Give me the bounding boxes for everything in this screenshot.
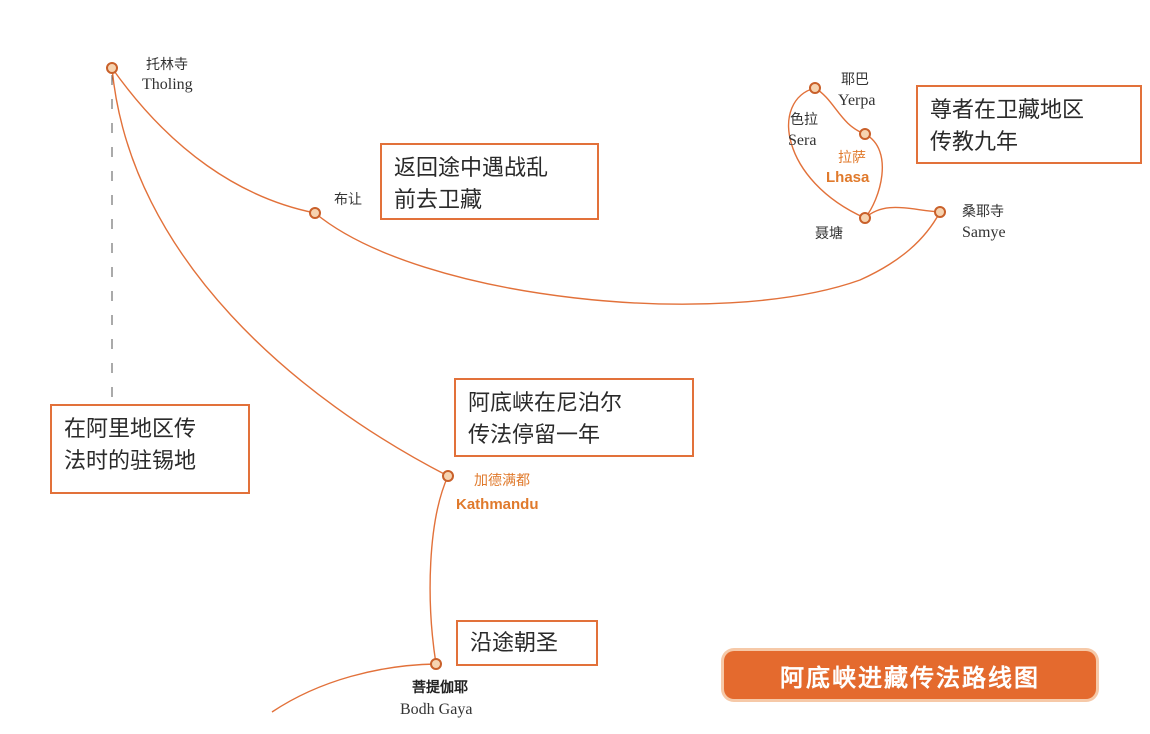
route-central-loop (787, 87, 883, 219)
note-return-war-line1: 返回途中遇战乱 (394, 156, 549, 181)
samye-en-label: Samye (962, 224, 1006, 241)
puran-cn-label: 布让 (334, 192, 362, 208)
note-nepal-year-line2: 传法停留一年 (468, 422, 601, 448)
bodhgaya-cn-label: 菩提伽耶 (412, 680, 468, 696)
note-nine-years: 尊者在卫藏地区 传教九年 (916, 85, 1142, 164)
sera-en-label: Sera (788, 132, 817, 149)
lhasa-en-label: Lhasa (826, 169, 870, 186)
yerpa-cn-label: 耶巴 (841, 72, 869, 88)
note-nepal-year: 阿底峡在尼泊尔 传法停留一年 (454, 378, 694, 457)
note-pilgrimage-line1: 沿途朝圣 (470, 631, 559, 656)
note-nepal-year-line1: 阿底峡在尼泊尔 (468, 391, 623, 416)
node-lhasa[interactable] (859, 128, 871, 140)
tholing-en-label: Tholing (142, 76, 193, 93)
yerpa-en-label: Yerpa (838, 92, 876, 109)
node-kathmandu[interactable] (442, 470, 454, 482)
note-return-war: 返回途中遇战乱 前去卫藏 (380, 143, 599, 220)
bodhgaya-en-label: Bodh Gaya (400, 701, 473, 718)
route-puran-samye (314, 211, 941, 305)
note-return-war-line2: 前去卫藏 (394, 187, 483, 213)
route-nyethang-samye (864, 206, 941, 219)
route-kathmandu-tholing (111, 67, 449, 477)
note-ngari-line1: 在阿里地区传 (64, 417, 197, 442)
note-ngari: 在阿里地区传 法时的驻锡地 (50, 404, 250, 494)
lhasa-cn-label: 拉萨 (838, 150, 866, 166)
note-ngari-line2: 法时的驻锡地 (64, 448, 197, 474)
node-puran[interactable] (309, 207, 321, 219)
node-yerpa[interactable] (809, 82, 821, 94)
tholing-cn-label: 托林寺 (146, 57, 188, 73)
sera-cn-label: 色拉 (790, 112, 818, 128)
nyethang-cn-label: 聂塘 (815, 226, 843, 242)
route-tholing-puran (111, 67, 316, 214)
route-bodhgaya-kathmandu (429, 475, 449, 665)
map-title-badge: 阿底峡进藏传法路线图 (724, 651, 1096, 699)
kathmandu-en-label: Kathmandu (456, 496, 539, 513)
kathmandu-cn-label: 加德满都 (474, 473, 530, 489)
node-bodhgaya[interactable] (430, 658, 442, 670)
note-nine-years-line1: 尊者在卫藏地区 (930, 98, 1085, 123)
route-bodhgaya-in (271, 663, 437, 713)
note-nine-years-line2: 传教九年 (930, 129, 1019, 155)
node-nyethang[interactable] (859, 212, 871, 224)
samye-cn-label: 桑耶寺 (962, 204, 1004, 220)
node-tholing[interactable] (106, 62, 118, 74)
node-samye[interactable] (934, 206, 946, 218)
note-pilgrimage: 沿途朝圣 (456, 620, 598, 666)
